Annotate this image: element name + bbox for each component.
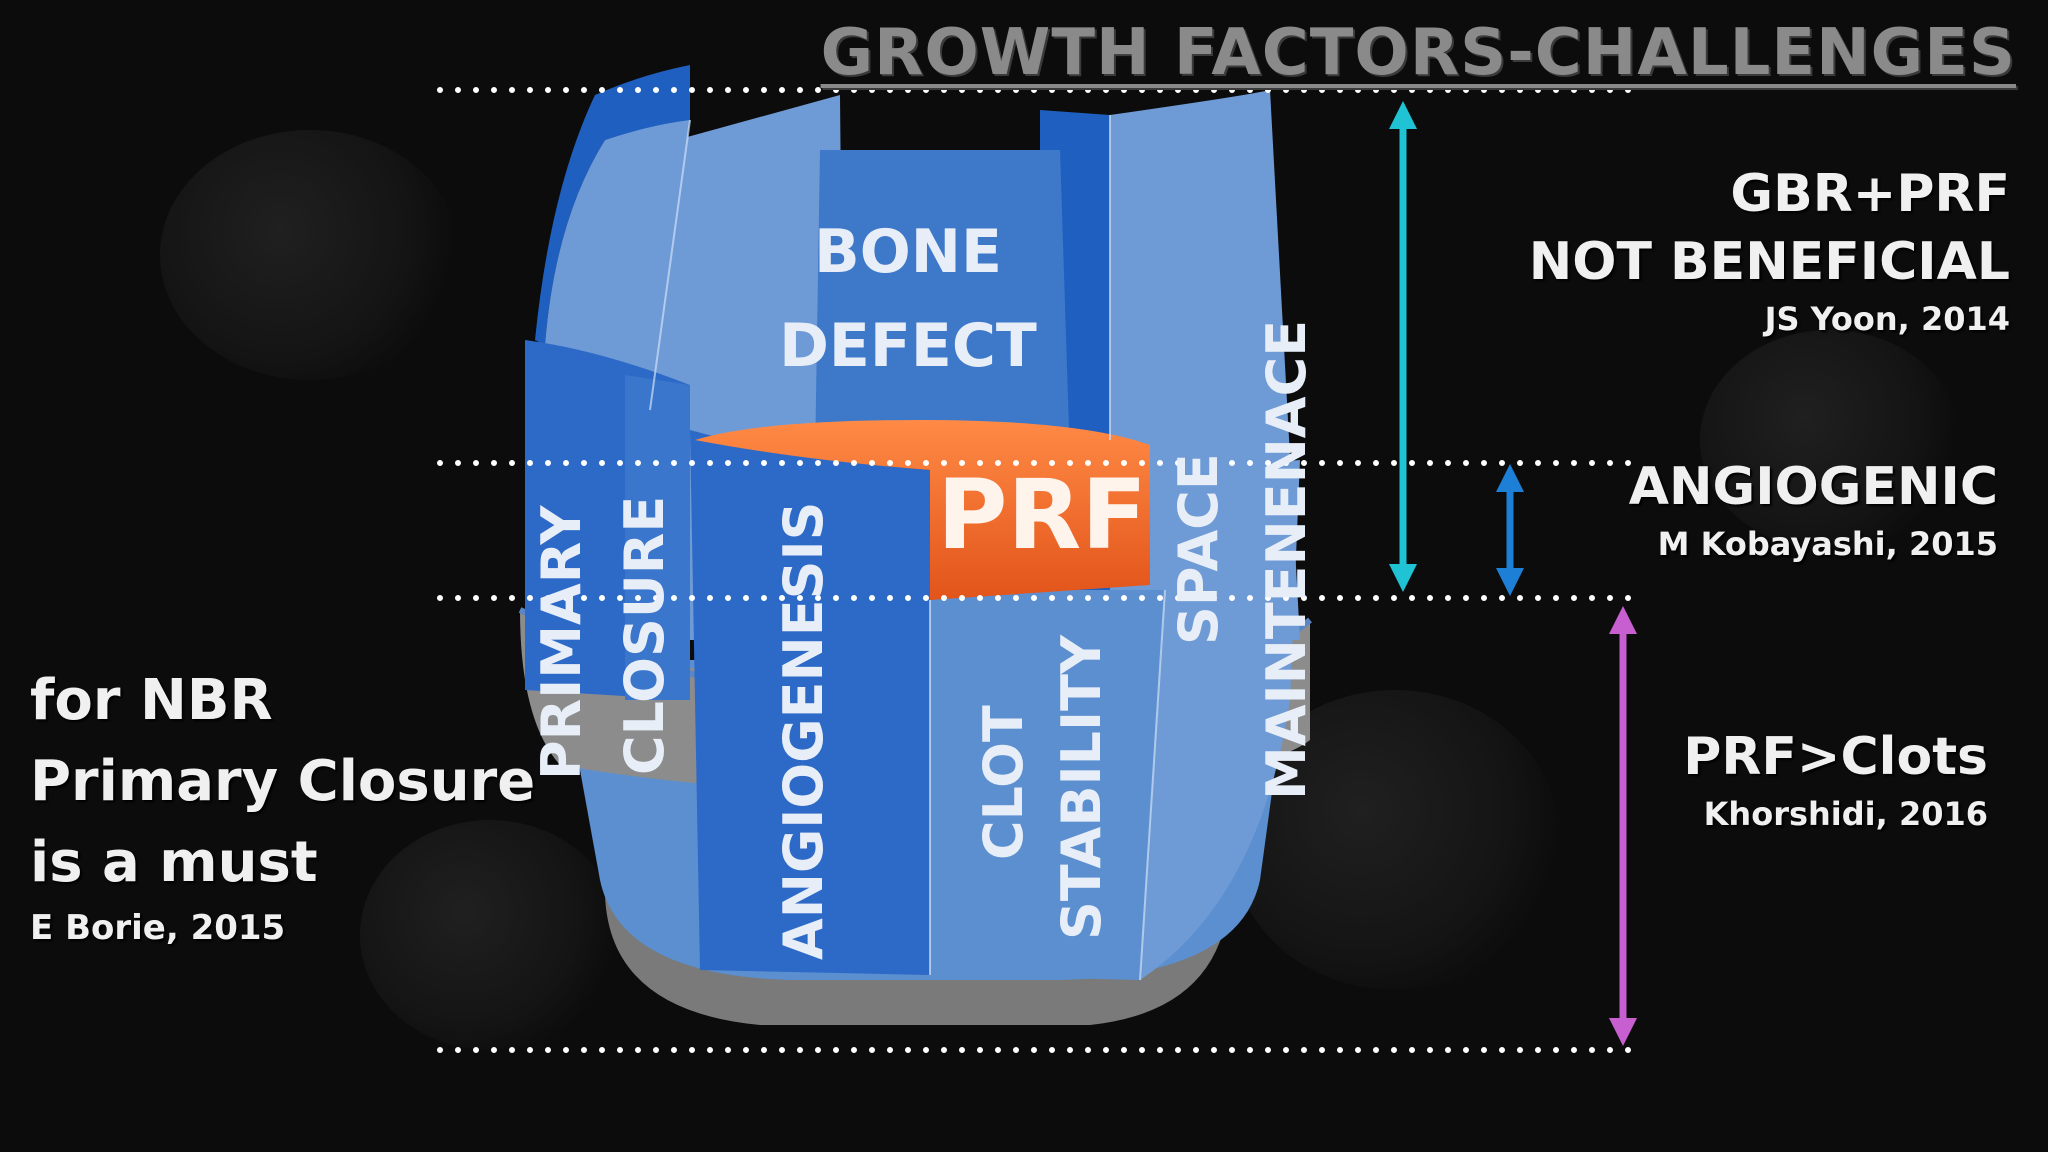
bone-label: BONE	[814, 217, 1002, 287]
stave-clot-stability	[930, 590, 1165, 980]
defect-label: DEFECT	[779, 311, 1037, 381]
stave-angiogenesis	[690, 430, 930, 975]
note-nbr: for NBR Primary Closure is a must E Bori…	[30, 660, 535, 948]
stave-label-clot: CLOT	[972, 705, 1035, 860]
prf-label: PRF	[937, 459, 1147, 571]
note-prf-clots: PRF>Clots Khorshidi, 2016	[1683, 727, 1988, 833]
stave-space-maintenance	[1140, 460, 1300, 980]
note-gbr-line2: NOT BENEFICIAL	[1528, 231, 2010, 292]
note-angiogenic-line1: ANGIOGENIC	[1628, 457, 1998, 517]
note-prf-clots-citation: Khorshidi, 2016	[1703, 794, 1988, 833]
note-nbr-line2: Primary Closure	[30, 749, 536, 815]
background-texture	[160, 130, 460, 380]
prf-disc	[695, 420, 1150, 600]
note-angiogenic-citation: M Kobayashi, 2015	[1657, 524, 1998, 563]
note-prf-clots-line1: PRF>Clots	[1683, 727, 1988, 787]
stave-label-primary: PRIMARY	[530, 505, 593, 780]
note-gbr-citation: JS Yoon, 2014	[1764, 299, 2010, 338]
stave-label-angiogenesis: ANGIOGENESIS	[772, 502, 835, 960]
background-texture	[360, 820, 620, 1050]
bone-defect-panel	[815, 150, 1070, 460]
stave-label-space: SPACE	[1167, 453, 1230, 645]
slide-title: GROWTH FACTORS-CHALLENGES	[820, 16, 2016, 90]
stave-dividers	[649, 115, 1166, 981]
note-gbr: GBR+PRF NOT BENEFICIAL JS Yoon, 2014	[1528, 164, 2010, 338]
stave-label-closure: CLOSURE	[613, 496, 676, 775]
stave-left-top	[545, 120, 690, 410]
dotted-guides	[437, 87, 1643, 1053]
note-angiogenic: ANGIOGENIC M Kobayashi, 2015	[1628, 457, 1998, 563]
note-nbr-line3: is a must	[30, 830, 318, 896]
note-gbr-line1: GBR+PRF	[1730, 164, 2010, 224]
stave-label-stability: STABILITY	[1050, 634, 1113, 940]
background-texture	[1700, 330, 1960, 550]
stave-closure	[625, 375, 690, 700]
stave-label-maintenance: MAINTENENACE	[1255, 320, 1318, 800]
note-nbr-citation: E Borie, 2015	[30, 907, 286, 948]
stave-left-rim	[535, 65, 690, 345]
note-nbr-line1: for NBR	[30, 668, 273, 733]
